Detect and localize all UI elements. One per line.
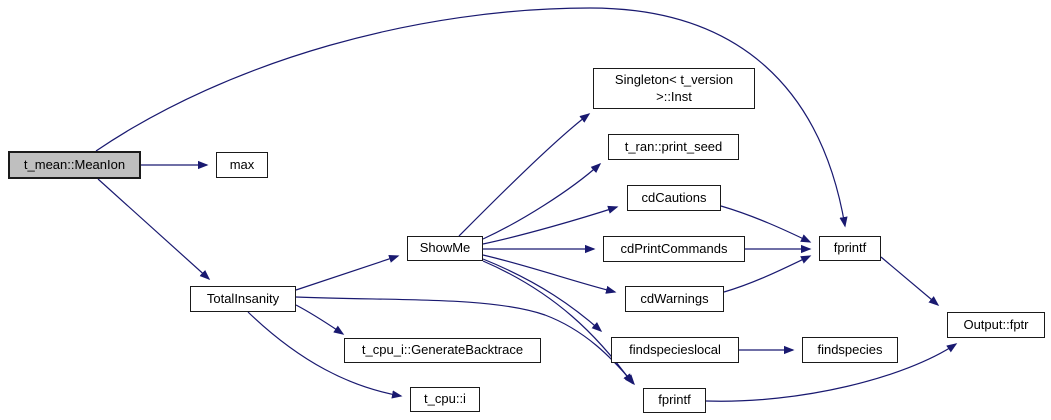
edge-fprintf2-to-outputfptr	[705, 343, 958, 402]
edge-showme-to-fprintf2	[482, 260, 633, 385]
node-findspecies[interactable]: findspecies	[802, 337, 898, 363]
node-label-singleton: Singleton< t_version >::Inst	[614, 72, 734, 104]
node-showme[interactable]: ShowMe	[407, 236, 483, 261]
node-cdwarnings[interactable]: cdWarnings	[625, 286, 724, 312]
edge-showme-to-printseed	[482, 162, 602, 240]
node-label-cdcautions: cdCautions	[641, 189, 707, 205]
node-label-totalinsanity: TotalInsanity	[206, 290, 280, 306]
edge-totalinsanity-to-fprintf2	[295, 296, 635, 386]
node-fprintf1[interactable]: fprintf	[819, 236, 881, 261]
node-label-findspecies: findspecies	[817, 341, 883, 357]
node-label-cdwarnings: cdWarnings	[640, 290, 709, 306]
edge-totalinsanity-to-generatebacktrace	[295, 304, 345, 335]
edge-cdcautions-to-fprintf1	[720, 205, 812, 243]
node-label-tcpui: t_cpu::i	[424, 391, 466, 407]
edge-totalinsanity-to-showme	[295, 254, 400, 291]
node-label-fprintf1: fprintf	[833, 240, 867, 256]
node-label-generatebacktrace: t_cpu_i::GenerateBacktrace	[361, 342, 524, 358]
node-fprintf2[interactable]: fprintf	[643, 388, 706, 413]
edge-cdwarnings-to-fprintf1	[723, 255, 812, 293]
edge-meanion-to-totalinsanity	[97, 178, 211, 281]
edge-showme-to-findspecieslocal	[482, 258, 603, 332]
edge-meanion-to-fprintf1	[95, 7, 848, 228]
edge-showme-to-cdwarnings	[482, 254, 617, 294]
edge-showme-to-cdcautions	[482, 205, 619, 245]
node-max[interactable]: max	[216, 152, 268, 178]
node-label-findspecieslocal: findspecieslocal	[629, 341, 721, 357]
node-tcpui[interactable]: t_cpu::i	[410, 387, 480, 412]
node-totalinsanity[interactable]: TotalInsanity	[190, 286, 296, 312]
node-label-meanion: t_mean::MeanIon	[23, 156, 126, 172]
node-generatebacktrace[interactable]: t_cpu_i::GenerateBacktrace	[344, 338, 541, 363]
node-printseed[interactable]: t_ran::print_seed	[608, 134, 739, 160]
node-label-max: max	[229, 156, 255, 172]
node-singleton[interactable]: Singleton< t_version >::Inst	[593, 68, 755, 109]
node-label-showme: ShowMe	[419, 240, 471, 256]
node-label-printseed: t_ran::print_seed	[624, 138, 723, 154]
edge-totalinsanity-to-tcpui	[247, 311, 403, 399]
node-outputfptr[interactable]: Output::fptr	[947, 312, 1045, 338]
node-cdcautions[interactable]: cdCautions	[627, 185, 721, 211]
edge-showme-to-singleton	[458, 113, 591, 237]
node-label-cdprintcommands: cdPrintCommands	[620, 240, 728, 256]
node-label-outputfptr: Output::fptr	[963, 316, 1029, 332]
node-meanion[interactable]: t_mean::MeanIon	[8, 151, 141, 179]
edge-fprintf1-to-outputfptr	[880, 256, 940, 306]
node-findspecieslocal[interactable]: findspecieslocal	[611, 337, 739, 363]
node-label-fprintf2: fprintf	[658, 392, 691, 408]
node-cdprintcommands[interactable]: cdPrintCommands	[603, 236, 745, 262]
